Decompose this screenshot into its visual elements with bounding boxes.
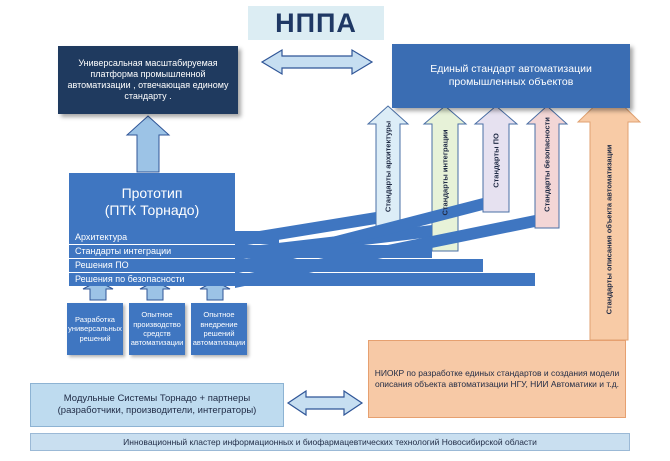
arrow-software	[473, 105, 519, 213]
small-box-development: Разработка универсальных решений	[67, 303, 123, 355]
label-integration: Стандарты интеграции	[440, 129, 450, 216]
prototype-subtitle: (ПТК Торнадо)	[104, 202, 200, 218]
small-box-production: Опытное производство средств автоматизац…	[129, 303, 185, 355]
bar-software: Решения ПО	[69, 259, 483, 272]
standard-box: Единый стандарт автоматизации промышленн…	[392, 44, 630, 108]
up-arrow-prototype	[125, 115, 171, 173]
bar-security: Решения по безопасности	[69, 273, 535, 286]
double-arrow-bottom	[286, 389, 364, 417]
label-security: Стандарты безопасности	[542, 117, 552, 212]
double-arrow-top	[260, 48, 374, 76]
modular-systems-box: Модульные Системы Торнадо + партнеры (ра…	[30, 383, 284, 427]
page-title: НППА	[248, 6, 384, 40]
label-software: Стандарты ПО	[491, 133, 501, 188]
label-object-description: Стандарты описания объекта автоматизации	[604, 144, 614, 315]
cluster-bar: Инновационный кластер информационных и б…	[30, 433, 630, 451]
platform-box: Универсальная масштабируемая платформа п…	[58, 46, 238, 114]
niokr-box: НИОКР по разработке единых стандартов и …	[368, 340, 626, 418]
bar-integration: Стандарты интеграции	[69, 245, 432, 258]
arrow-security	[525, 105, 569, 229]
small-box-implementation: Опытное внедрение решений автоматизации	[191, 303, 247, 355]
prototype-title: Прототип	[121, 184, 183, 201]
label-architecture: Стандарты архитектуры	[383, 120, 393, 213]
prototype-box: Прототип(ПТК Торнадо)	[69, 173, 235, 231]
bar-architecture: Архитектура	[69, 231, 279, 244]
